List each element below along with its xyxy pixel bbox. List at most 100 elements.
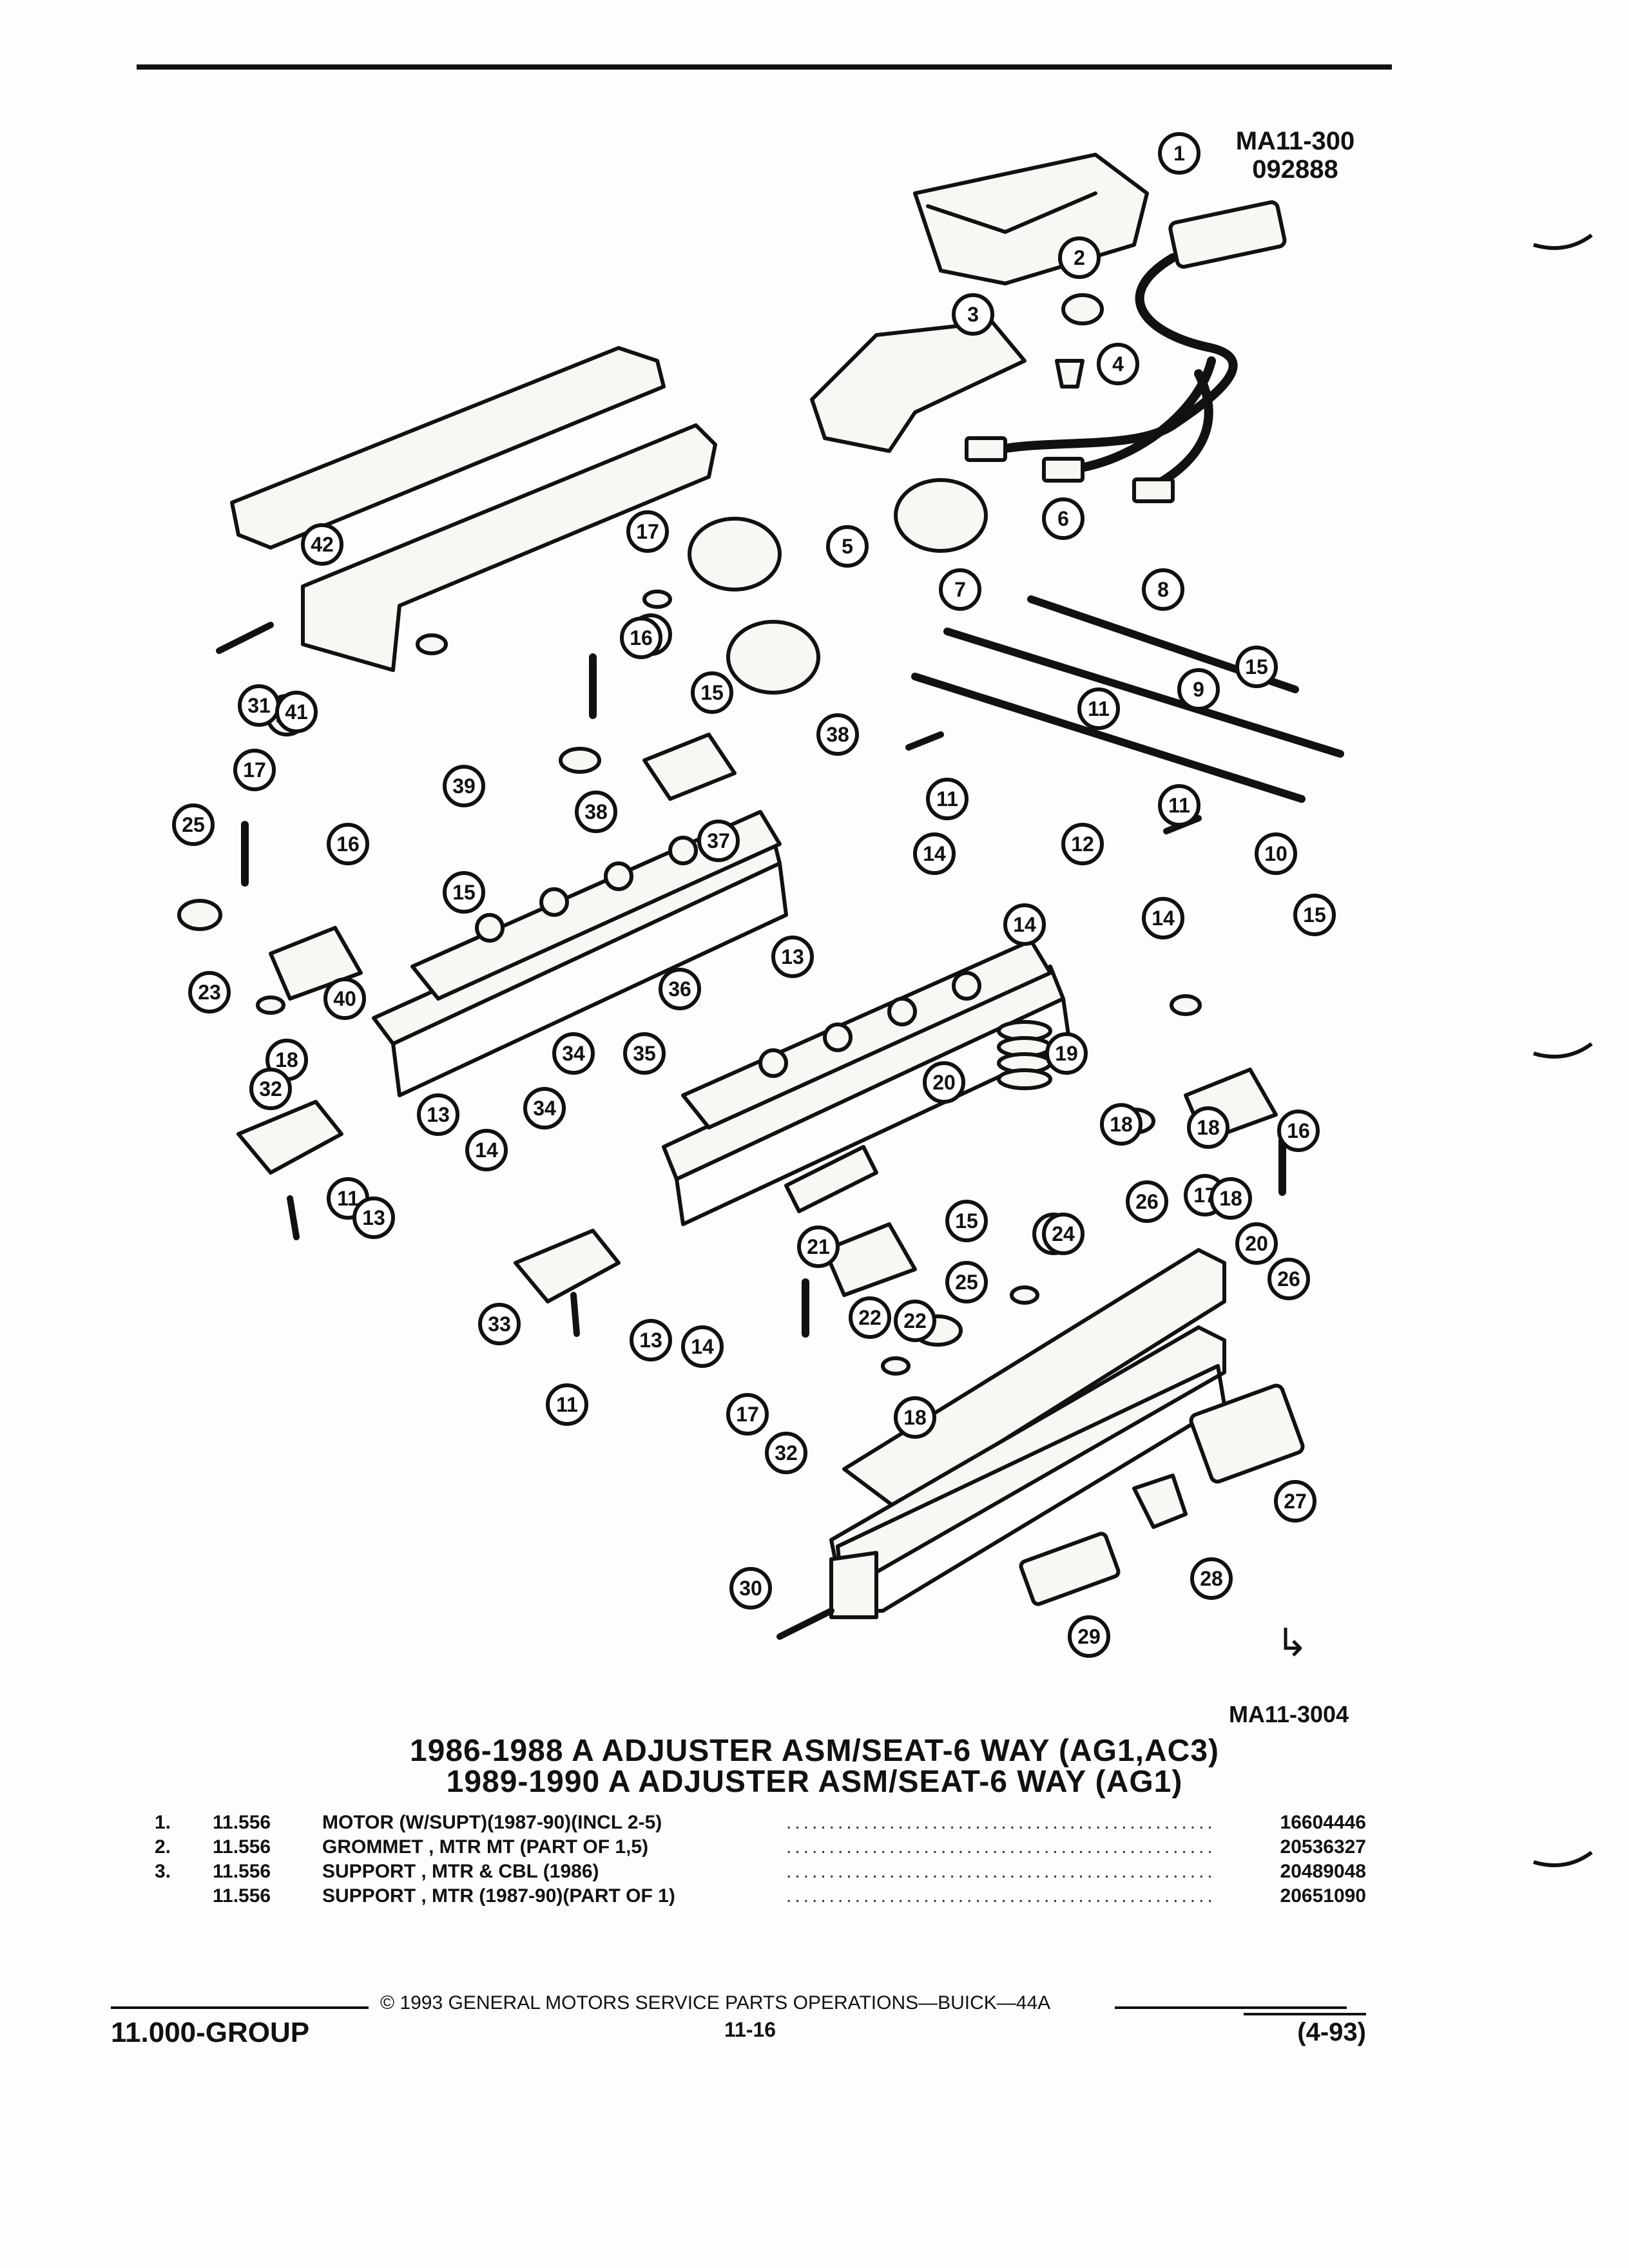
- callout-label: 24: [1052, 1222, 1075, 1245]
- clip-30: [1132, 1474, 1188, 1529]
- leader-dots: ........................................…: [786, 1836, 1216, 1858]
- upper-rail-43: [301, 423, 717, 672]
- callout-label: 34: [533, 1097, 556, 1120]
- callout-label: 18: [1219, 1187, 1242, 1210]
- callout-label: 15: [1303, 903, 1326, 927]
- part-number: 20651090: [1280, 1885, 1366, 1907]
- callout-label: 2: [1074, 246, 1085, 269]
- callout-18: 18: [894, 1396, 936, 1439]
- callout-36: 36: [659, 968, 701, 1010]
- callout-label: 19: [1055, 1042, 1078, 1065]
- callout-23: 23: [188, 971, 231, 1014]
- gearbox-40: [642, 733, 737, 801]
- leader-dots: ........................................…: [786, 1812, 1216, 1833]
- callout-label: 14: [923, 842, 946, 865]
- section-title-2: 1989-1990 A ADJUSTER ASM/SEAT-6 WAY (AG1…: [446, 1765, 1183, 1799]
- callout-label: 39: [452, 774, 476, 798]
- callout-label: 30: [739, 1577, 762, 1600]
- callout-label: 18: [1110, 1113, 1133, 1136]
- binder-marks: [1533, 233, 1593, 1867]
- callout-20: 20: [1235, 1222, 1278, 1265]
- callout-label: 15: [1245, 655, 1268, 678]
- seat-switch-29: [1189, 1383, 1305, 1484]
- callout-34: 34: [552, 1032, 595, 1075]
- callout-label: 38: [584, 800, 608, 823]
- callout-label: 35: [633, 1042, 656, 1065]
- callout-label: 15: [955, 1209, 978, 1233]
- callout-18: 18: [1187, 1106, 1229, 1149]
- callout-14: 14: [1142, 897, 1184, 939]
- part-number: 20489048: [1280, 1861, 1366, 1882]
- callout-11: 11: [546, 1383, 588, 1426]
- callout-19: 19: [1045, 1032, 1088, 1075]
- callout-label: 41: [285, 700, 308, 724]
- callout-label: 3: [967, 303, 979, 326]
- callout-16: 16: [620, 617, 662, 659]
- footer-rule-bottom: [1244, 2013, 1366, 2015]
- callout-5: 5: [826, 525, 869, 568]
- screw-11: [287, 1195, 300, 1240]
- logo-mark: ↳: [1276, 1620, 1308, 1666]
- callout-20: 20: [923, 1061, 965, 1104]
- callout-8: 8: [1142, 568, 1184, 611]
- footer-date: (4-93): [1297, 2018, 1366, 2046]
- group-number: 11.556: [213, 1812, 271, 1833]
- leader-dots: ........................................…: [786, 1885, 1216, 1907]
- callout-label: 40: [333, 987, 356, 1010]
- part-number: 16604446: [1280, 1812, 1366, 1833]
- callout-label: 16: [1287, 1119, 1310, 1142]
- footer-group: 11.000-GROUP: [111, 2017, 310, 2048]
- callout-label: 14: [1013, 913, 1036, 936]
- callout-22: 22: [849, 1296, 891, 1339]
- callout-label: 17: [243, 758, 266, 782]
- diagram-code-top: MA11-300: [1235, 127, 1355, 155]
- callout-28: 28: [1190, 1557, 1233, 1600]
- callout-9: 9: [1177, 668, 1220, 711]
- callout-label: 38: [826, 723, 849, 746]
- upper-rail-44: [230, 346, 666, 550]
- callout-13: 13: [771, 936, 814, 978]
- callout-label: 16: [336, 832, 360, 856]
- footer-rule-left: [111, 2006, 369, 2009]
- footer-rule-right: [1115, 2006, 1347, 2009]
- callout-label: 37: [707, 829, 730, 852]
- footer-page-number: 11-16: [724, 2018, 776, 2041]
- callout-label: 33: [488, 1312, 511, 1336]
- screw-11b: [570, 1292, 580, 1337]
- callout-41: 41: [275, 691, 318, 733]
- motor-connector: [1168, 200, 1287, 269]
- trim-panel-28: [842, 1248, 1226, 1510]
- callout-15: 15: [1235, 646, 1278, 688]
- callout-16: 16: [1277, 1110, 1320, 1152]
- track-top-38b: [681, 939, 1052, 1129]
- callout-label: 14: [1152, 907, 1175, 930]
- callout-18: 18: [1210, 1177, 1252, 1220]
- screw-32b: [776, 1608, 834, 1640]
- callout-11: 11: [926, 778, 969, 820]
- callout-42: 42: [301, 523, 343, 566]
- footer-copyright: © 1993 GENERAL MOTORS SERVICE PARTS OPER…: [380, 1992, 1051, 2013]
- callout-2: 2: [1058, 236, 1101, 279]
- callout-38: 38: [816, 713, 859, 756]
- callout-34: 34: [523, 1087, 566, 1129]
- screw-11c: [905, 731, 944, 751]
- parts-row: 3. 11.556 SUPPORT , MTR & CBL (1986) ...…: [155, 1861, 1366, 1887]
- callout-label: 14: [691, 1335, 714, 1358]
- callout-label: 12: [1071, 832, 1094, 856]
- callout-15: 15: [945, 1200, 988, 1242]
- gearbox-24: [823, 1222, 917, 1297]
- callout-label: 15: [452, 881, 476, 904]
- callout-4: 4: [1097, 343, 1139, 385]
- drive-motor: [688, 517, 782, 591]
- header-rule: [137, 64, 1392, 70]
- callout-label: 23: [198, 981, 221, 1004]
- callout-17: 17: [626, 510, 669, 553]
- parts-row: 11.556 SUPPORT , MTR (1987-90)(PART OF 1…: [155, 1885, 1366, 1911]
- callout-label: 4: [1112, 352, 1124, 376]
- wire-harness: [988, 253, 1238, 456]
- callout-27: 27: [1274, 1480, 1316, 1523]
- callout-13: 13: [417, 1093, 459, 1136]
- callout-39: 39: [443, 765, 485, 807]
- callout-14: 14: [465, 1129, 508, 1171]
